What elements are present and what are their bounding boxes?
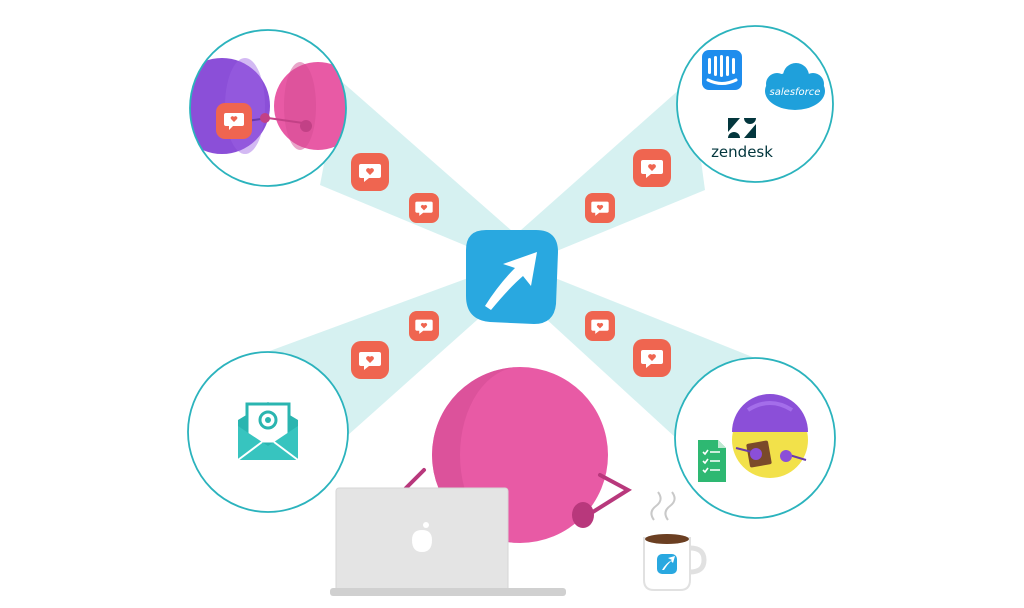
heart-chat-icon [585, 311, 615, 341]
heart-chat-icon [351, 153, 389, 191]
heart-chat-icon [409, 193, 439, 223]
zendesk-wordmark: zendesk [711, 143, 773, 161]
hub-logo [466, 230, 558, 324]
pink-character-with-laptop [330, 367, 632, 596]
beam-top-left [320, 80, 520, 262]
intercom-icon [702, 50, 742, 90]
arrow-up-right-icon [485, 252, 537, 310]
heart-chat-icon [585, 193, 615, 223]
checklist-doc-icon [698, 440, 726, 482]
coffee-mug [643, 491, 707, 591]
circle-email [187, 351, 349, 513]
email-at-icon [237, 402, 299, 461]
chat-badges [351, 149, 671, 379]
heart-chat-icon [633, 339, 671, 377]
circle-integrations: salesforce zendesk [676, 25, 834, 183]
circle-chat-characters [189, 29, 347, 187]
laptop [330, 487, 566, 596]
beam-top-right [512, 80, 705, 262]
zendesk-logo: zendesk [711, 118, 773, 161]
circle-checklist-character [674, 357, 836, 519]
heart-chat-icon [351, 341, 389, 379]
heart-chat-icon [409, 311, 439, 341]
salesforce-wordmark: salesforce [770, 87, 821, 98]
apple-logo [412, 530, 432, 552]
salesforce-logo: salesforce [765, 63, 825, 110]
heart-chat-icon [633, 149, 671, 187]
